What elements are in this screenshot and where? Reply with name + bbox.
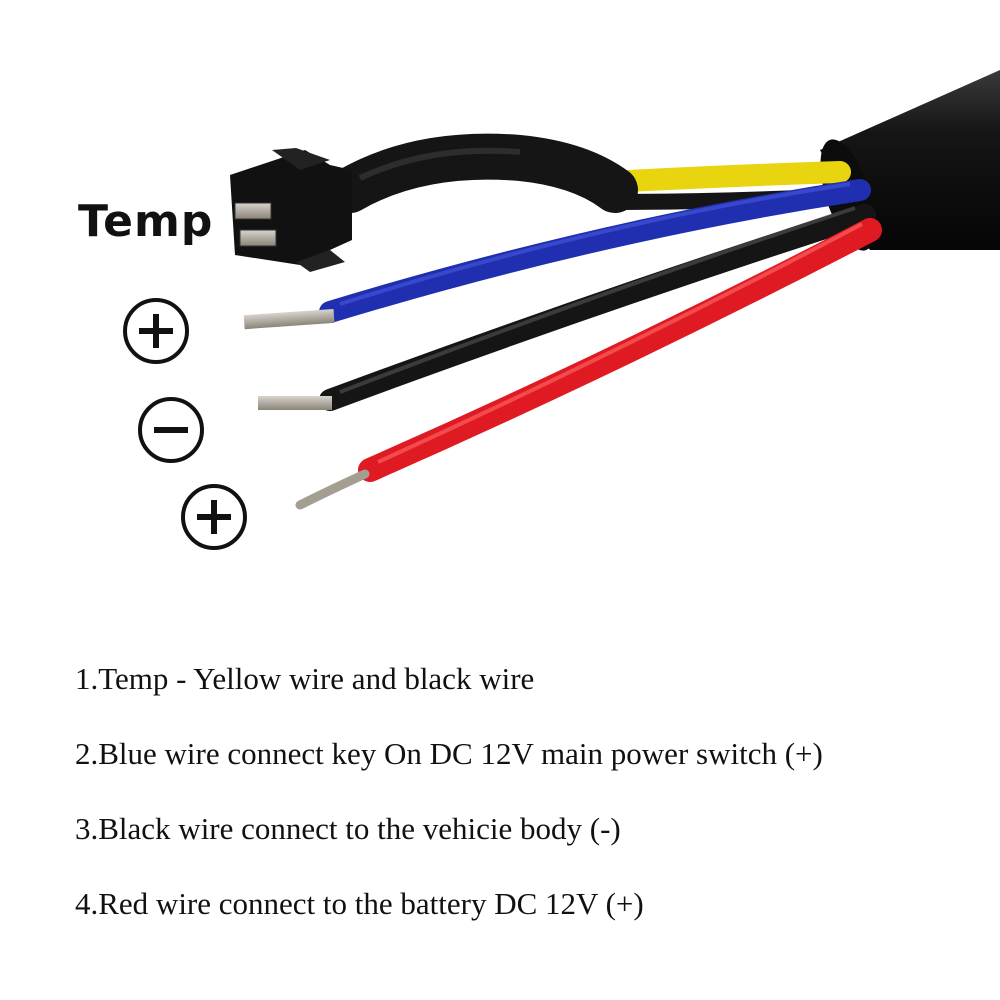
positive-icon — [181, 484, 247, 550]
instruction-item: 1.Temp - Yellow wire and black wire — [75, 661, 535, 696]
negative-icon — [138, 397, 204, 463]
instruction-item: 3.Black wire connect to the vehicie body… — [75, 811, 621, 846]
wire-harness-photo — [230, 70, 1000, 510]
blue-wire — [243, 179, 871, 330]
red-wire — [295, 218, 882, 510]
instruction-item: 4.Red wire connect to the battery DC 12V… — [75, 886, 644, 921]
positive-icon — [123, 298, 189, 364]
instruction-item: 2.Blue wire connect key On DC 12V main p… — [75, 736, 823, 771]
black-wire — [258, 204, 876, 411]
temp-label: Temp — [78, 196, 214, 247]
connector-plug — [230, 148, 352, 272]
instruction-list: 1.Temp - Yellow wire and black wire 2.Bl… — [75, 660, 975, 960]
